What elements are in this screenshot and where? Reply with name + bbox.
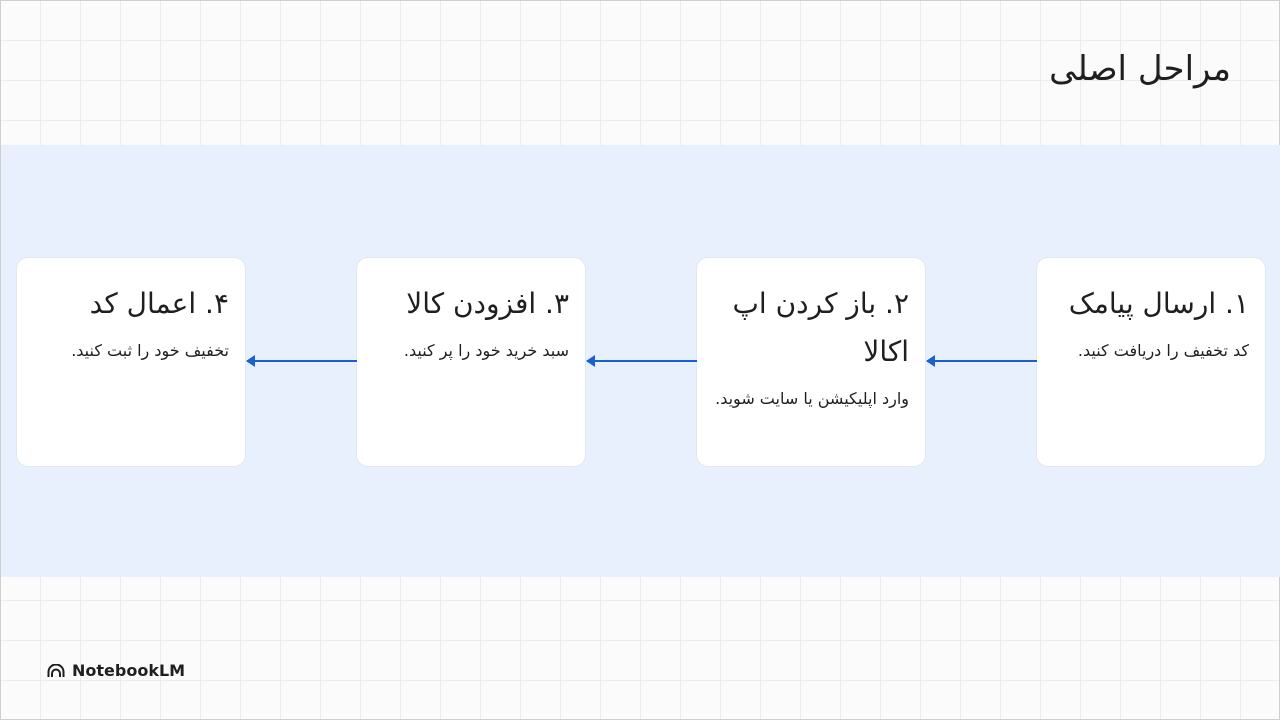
step-1-title: ۱. ارسال پیامک xyxy=(1068,287,1249,320)
notebooklm-brand: NotebookLM xyxy=(47,661,185,680)
step-card-4: ۴. اعمال کد تخفیف خود را ثبت کنید. xyxy=(16,257,246,467)
step-2-title: ۲. باز کردن اپ اکالا xyxy=(732,287,909,368)
slide-title: مراحل اصلی xyxy=(1049,49,1231,89)
step-card-3: ۳. افزودن کالا سبد خرید خود را پر کنید. xyxy=(356,257,586,467)
step-card-1: ۱. ارسال پیامک کد تخفیف را دریافت کنید. xyxy=(1036,257,1266,467)
step-2-text: وارد اپلیکیشن یا سایت شوید. xyxy=(715,389,909,408)
arrow-left-icon xyxy=(586,355,697,367)
step-3-text: سبد خرید خود را پر کنید. xyxy=(403,341,569,360)
step-4-title: ۴. اعمال کد xyxy=(89,287,229,320)
arrow-left-icon xyxy=(926,355,1037,367)
arrow-left-icon xyxy=(246,355,357,367)
step-1-text: کد تخفیف را دریافت کنید. xyxy=(1077,341,1249,360)
step-card-2: ۲. باز کردن اپ اکالا وارد اپلیکیشن یا سا… xyxy=(696,257,926,467)
notebooklm-logo-icon xyxy=(47,663,65,677)
step-3-title: ۳. افزودن کالا xyxy=(406,287,569,320)
step-4-text: تخفیف خود را ثبت کنید. xyxy=(71,341,229,360)
brand-name: NotebookLM xyxy=(72,661,186,680)
